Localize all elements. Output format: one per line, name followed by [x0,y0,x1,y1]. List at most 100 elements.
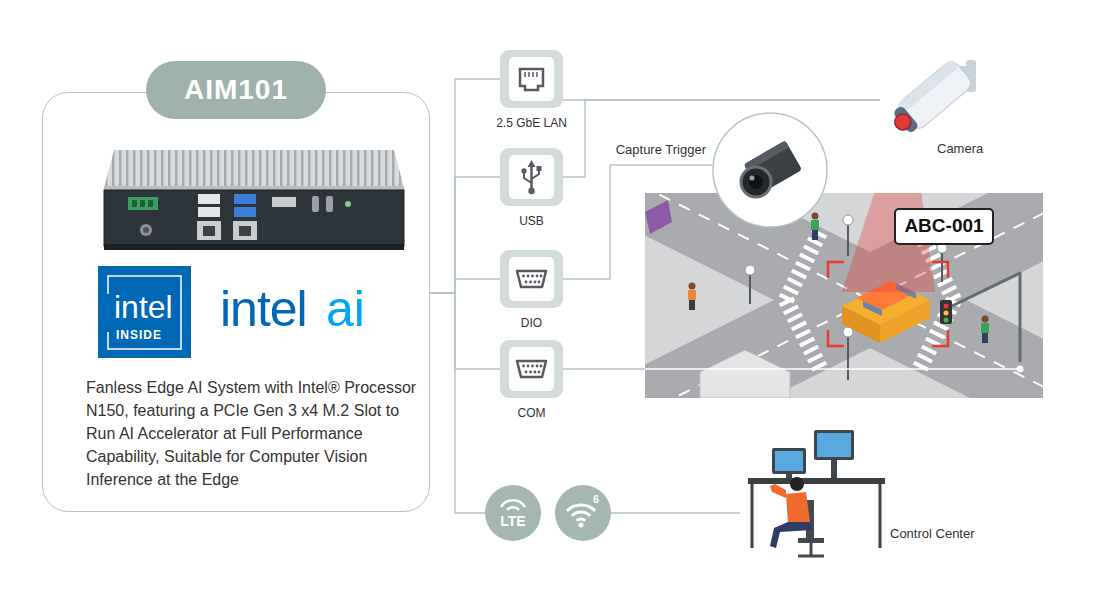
intersection-scene-part [745,265,755,275]
control-center-art-part [770,484,786,498]
intersection-scene-part [941,250,943,282]
capture-trigger-circle-shape [712,112,828,228]
lte-circle-shape-part [507,507,519,510]
device-photo-part [132,200,137,207]
com-port-box-shape-part [534,371,537,374]
com-port-box-shape-part [540,365,543,368]
device-photo-part [104,190,404,246]
lan-port-box-shape-part [536,72,538,77]
intersection-scene-part [940,300,952,324]
com-port-box-shape-part [517,361,546,377]
com-port-box-shape-part [527,365,530,368]
dio-port-box-shape-part [529,281,532,284]
control-center-art [748,430,885,556]
lan-port-box-shape-part [520,69,543,90]
intersection-scene-part [847,334,849,380]
lan-port-box-shape-part [500,50,563,108]
device-photo-part [345,201,351,207]
device-photo-part [326,196,333,212]
control-center-art-part [798,538,824,543]
port-label: 2.5 GbE LAN [496,116,567,130]
wifi6-circle-shape-part [572,512,590,516]
dio-port-box-shape-part [500,250,563,308]
device-photo-part [239,226,251,236]
intersection-scene-part [847,222,849,256]
lan-port-box-shape-part [509,57,554,101]
logo-word: intel [220,283,307,335]
device-photo-part [104,150,404,188]
intersection-scene-part [689,283,696,290]
capture-trigger-circle-shape-part [750,176,755,181]
dio-port-box-shape-part [517,271,546,287]
usb-port-box-shape-part [532,170,540,179]
intersection-scene-part [749,272,751,304]
usb-port-box-shape-part [528,160,536,167]
description-text: Fanless Edge AI System with Intel® Proce… [86,376,421,491]
connector-line [430,177,500,293]
plate-number: ABC-001 [896,210,992,242]
intersection-scene-part [689,300,695,310]
wifi6-circle-shape [555,485,611,541]
device-photo-part [104,186,404,190]
intersection-scene-part [843,215,853,225]
control-center-art-part [751,484,754,548]
device-photo-part [197,221,221,240]
device-label: Camera [937,141,983,156]
com-port-box: COM [500,340,563,398]
device-photo-part [140,200,145,207]
product-name: AIM101 [146,61,326,119]
device-photo-part [143,227,149,233]
intersection-scene-part [981,323,989,333]
control-center-art-part [772,448,806,474]
intel-inside-logo: intelINSIDE [98,266,191,358]
security-camera-part-part [892,111,915,134]
lte-text: LTE [485,513,541,529]
intersection-scene-part [700,350,790,398]
device-photo-part [312,196,319,212]
intersection-scene-part [779,296,827,371]
lan-port-box-shape [500,50,563,108]
usb-port-box-shape-part [509,155,554,199]
intersection-scene-part [982,316,989,323]
lte-circle: LTE [485,485,541,541]
connector-line [563,165,712,279]
control-center-art-part [786,492,810,524]
lan-port-box-shape-part [528,72,530,77]
device-photo-part [198,194,220,204]
capture-trigger-circle-shape-part [713,113,827,227]
usb-port-box-shape-part [530,165,533,189]
lte-circle-shape-part [485,485,541,541]
com-port-box-shape-part [538,371,541,374]
usb-port-box-shape-part [521,168,526,173]
com-port-box-shape-part [529,371,532,374]
com-wire-part [645,368,1020,370]
security-camera-part-part [892,105,919,134]
wifi6-circle-shape-part [567,505,595,511]
intersection-scene-part [944,318,949,323]
intersection-scene-part [688,290,696,300]
device-label: Control Center [890,526,975,541]
lte-circle-shape-part [501,500,525,507]
dio-port-box: DIO [500,250,563,308]
intersection-scene-part [944,311,949,316]
control-center-art-part [775,451,803,471]
com-port-box-shape [500,340,563,398]
device-photo-part [234,207,256,217]
device-photo-part [128,197,158,210]
control-center-node: Control Center [740,440,1010,580]
logo-subword: INSIDE [116,328,162,342]
intersection-scene [645,193,1043,398]
dio-port-box-shape-part [527,275,530,278]
dio-port-box-shape-part [534,281,537,284]
port-label: USB [519,214,544,228]
intersection-scene-part [645,200,672,234]
port-label: COM [518,406,546,420]
intersection-scene-part [645,195,1043,398]
intersection-scene-part [645,193,1043,398]
usb-port-box-shape-part [528,188,534,194]
license-plate: ABC-001 [894,208,994,245]
wifi6-circle-shape-part [577,519,585,521]
com-port-box-shape-part [509,347,554,391]
intersection-scene-part [863,301,882,316]
